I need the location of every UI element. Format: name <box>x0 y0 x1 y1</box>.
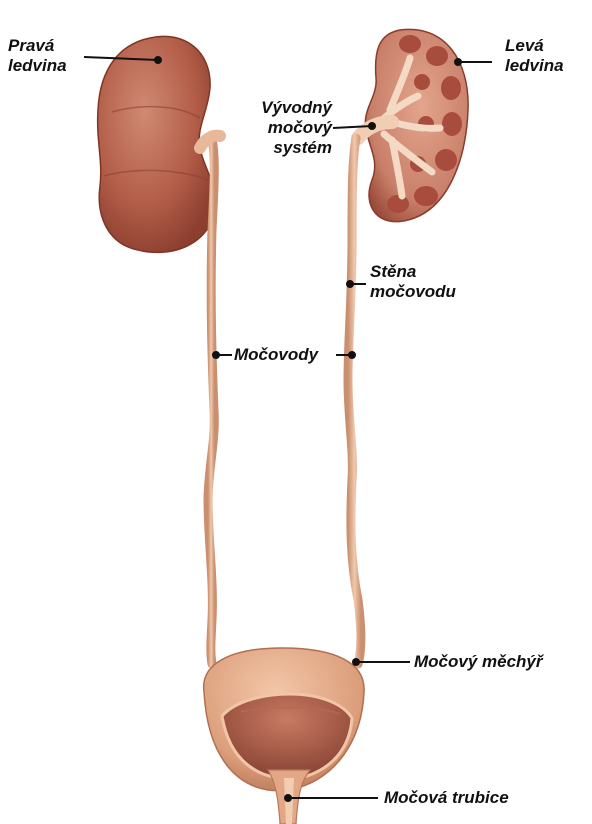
label-left-kidney-line1: Levá <box>505 36 564 56</box>
label-right-kidney: Pravá ledvina <box>8 36 67 76</box>
label-ureter-wall-line1: Stěna <box>370 262 456 282</box>
leader-dot-bladder <box>353 659 359 665</box>
leader-dot-right-kidney <box>155 57 161 63</box>
label-collecting-system-line3: systém <box>228 138 332 158</box>
leader-dot-urethra <box>285 795 291 801</box>
label-collecting-system-line1: Vývodný <box>228 98 332 118</box>
label-ureters-text: Močovody <box>234 345 318 365</box>
label-ureter-wall-line2: močovodu <box>370 282 456 302</box>
label-right-kidney-line2: ledvina <box>8 56 67 76</box>
label-collecting-system-line2: močový <box>228 118 332 138</box>
label-left-kidney: Levá ledvina <box>505 36 564 76</box>
ureters <box>200 136 361 664</box>
label-urethra: Močová trubice <box>384 788 509 808</box>
label-collecting-system: Vývodný močový systém <box>228 98 332 158</box>
label-ureter-wall: Stěna močovodu <box>370 262 456 302</box>
leader-dot-ureters-right <box>349 352 355 358</box>
label-bladder-text: Močový měchýř <box>414 652 543 672</box>
label-right-kidney-line1: Pravá <box>8 36 67 56</box>
label-urethra-text: Močová trubice <box>384 788 509 808</box>
leader-dot-ureter-wall <box>347 281 353 287</box>
label-bladder: Močový měchýř <box>414 652 543 672</box>
label-left-kidney-line2: ledvina <box>505 56 564 76</box>
leader-dot-collecting-system <box>369 123 375 129</box>
leader-dot-left-kidney <box>455 59 461 65</box>
label-ureters: Močovody <box>234 345 318 365</box>
bladder <box>204 648 364 791</box>
leader-dot-ureters-left <box>213 352 219 358</box>
